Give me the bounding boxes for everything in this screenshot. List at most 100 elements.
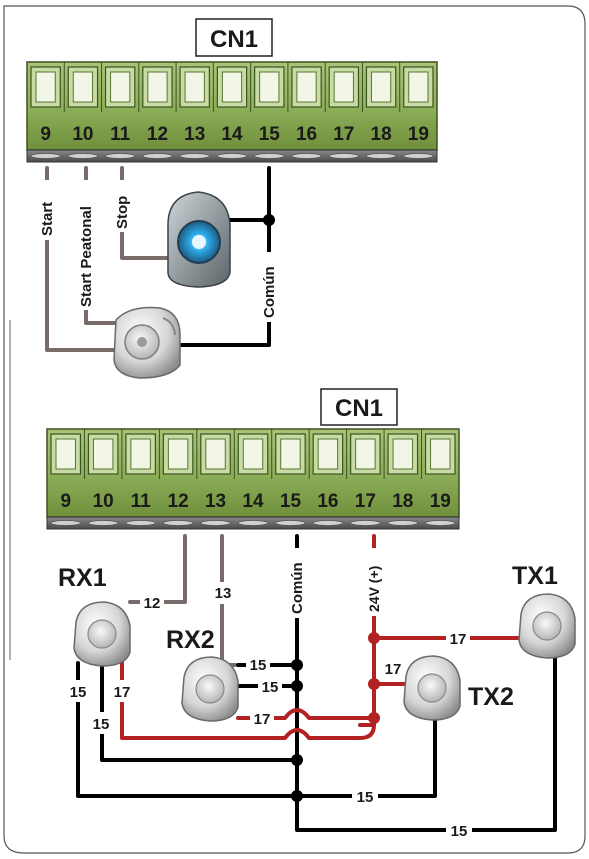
terminal-hole bbox=[312, 520, 344, 526]
wire-comun-top bbox=[176, 166, 271, 347]
wire-label-rx2-15a: 15 bbox=[250, 657, 267, 674]
terminal-number: 12 bbox=[168, 491, 189, 512]
wire-label-rx1-17: 17 bbox=[114, 684, 131, 701]
wire-label-comun-top: Común bbox=[261, 266, 278, 318]
wire-label-rx1-15a: 15 bbox=[70, 684, 87, 701]
label-bg bbox=[212, 582, 234, 604]
terminal-hole bbox=[67, 153, 98, 159]
terminal-screw-inner bbox=[259, 71, 280, 103]
device-label-rx1: RX1 bbox=[58, 564, 107, 592]
junction-dot bbox=[263, 214, 275, 226]
terminal-number: 15 bbox=[259, 124, 281, 145]
wire-label-bottom-15b: 15 bbox=[451, 823, 468, 840]
wire-rx1-15-outer bbox=[76, 661, 299, 798]
top-cn1-box bbox=[195, 18, 273, 57]
wire-label-13: 13 bbox=[215, 585, 232, 602]
wire-label-comun-bottom: Común bbox=[289, 562, 306, 614]
terminal-screw-inner bbox=[430, 438, 451, 470]
terminal-number: 11 bbox=[131, 491, 152, 512]
wire-label-rx1-15b: 15 bbox=[93, 716, 110, 733]
terminal-hole bbox=[50, 520, 81, 526]
terminal-number: 13 bbox=[184, 124, 205, 145]
terminal-hole bbox=[366, 153, 397, 159]
terminal-screw-inner bbox=[167, 438, 189, 470]
bottom-junctions bbox=[291, 632, 380, 802]
terminal-screw-inner bbox=[333, 71, 354, 103]
terminal-screw-inner bbox=[370, 71, 392, 103]
terminal-number: 17 bbox=[333, 124, 354, 145]
terminal-number: 18 bbox=[371, 124, 392, 145]
terminal-hole bbox=[125, 520, 156, 526]
terminal-screw-inner bbox=[408, 71, 429, 103]
label-bg bbox=[446, 820, 472, 840]
terminal-screw-inner bbox=[355, 438, 376, 470]
terminal-hole bbox=[88, 520, 119, 526]
terminal-hole bbox=[254, 153, 285, 159]
label-bg bbox=[287, 548, 307, 618]
terminal-hole bbox=[30, 153, 61, 159]
terminal-hole bbox=[387, 520, 418, 526]
terminal-hole bbox=[216, 153, 248, 159]
terminal-screw-inner bbox=[147, 71, 168, 103]
terminal-number: 13 bbox=[205, 491, 226, 512]
label-bg bbox=[259, 252, 279, 322]
terminal-number: 16 bbox=[317, 491, 338, 512]
wire-label-start-peatonal: Start Peatonal bbox=[78, 206, 95, 307]
device-label-tx2: TX2 bbox=[468, 683, 514, 711]
terminal-number: 9 bbox=[60, 491, 71, 512]
wire-label-bottom-15a: 15 bbox=[357, 789, 374, 806]
terminal-number: 14 bbox=[221, 124, 243, 145]
terminal-number: 10 bbox=[93, 491, 114, 512]
terminal-hole bbox=[142, 153, 173, 159]
label-bg bbox=[37, 180, 57, 240]
push-button-icon bbox=[113, 306, 181, 379]
label-bg bbox=[68, 680, 88, 702]
bottom-cn1-title: CN1 bbox=[335, 395, 383, 422]
terminal-screw-inner bbox=[221, 71, 243, 103]
top-cn1-title: CN1 bbox=[210, 26, 258, 53]
wire-label-stop: Stop bbox=[114, 196, 131, 229]
terminal-number: 12 bbox=[147, 124, 168, 145]
label-bg bbox=[246, 654, 270, 674]
terminal-hole bbox=[179, 153, 210, 159]
terminal-hole bbox=[275, 520, 306, 526]
wire-label-start: Start bbox=[39, 202, 56, 236]
terminal-number: 18 bbox=[392, 491, 413, 512]
terminal-screw-inner bbox=[317, 438, 339, 470]
wire-label-12: 12 bbox=[144, 595, 161, 612]
terminal-number: 16 bbox=[296, 124, 317, 145]
terminal-screw-inner bbox=[242, 438, 264, 470]
wire-label-rx2-17: 17 bbox=[254, 711, 271, 728]
terminal-number: 17 bbox=[355, 491, 376, 512]
wire-rx1-15-inner bbox=[100, 661, 299, 762]
terminal-screw-inner bbox=[35, 71, 56, 103]
wire-label-tx2-17: 17 bbox=[385, 661, 402, 678]
terminal-screw-inner bbox=[130, 438, 151, 470]
terminal-number: 19 bbox=[430, 491, 451, 512]
terminal-hole bbox=[291, 153, 322, 159]
terminal-number: 10 bbox=[72, 124, 93, 145]
label-bg bbox=[352, 786, 378, 806]
key-selector-icon bbox=[167, 191, 231, 288]
terminal-screw-inner bbox=[92, 438, 114, 470]
wire-rx2-17 bbox=[236, 708, 376, 720]
label-bg bbox=[258, 676, 282, 696]
tx1-photocell-icon bbox=[518, 593, 576, 659]
label-bg bbox=[140, 592, 164, 612]
wire-tx2-15 bbox=[295, 716, 437, 798]
terminal-screw-inner bbox=[72, 71, 94, 103]
terminal-hole bbox=[237, 520, 269, 526]
terminal-screw-inner bbox=[184, 71, 205, 103]
tx2-photocell-icon bbox=[403, 655, 461, 721]
terminal-hole bbox=[403, 153, 434, 159]
terminal-screw-inner bbox=[296, 71, 317, 103]
label-bg bbox=[446, 628, 470, 648]
rx1-photocell-icon bbox=[73, 601, 131, 667]
terminal-hole bbox=[200, 520, 231, 526]
wire-rx1-17 bbox=[120, 661, 376, 740]
terminal-hole bbox=[350, 520, 381, 526]
frame-border bbox=[3, 5, 586, 854]
